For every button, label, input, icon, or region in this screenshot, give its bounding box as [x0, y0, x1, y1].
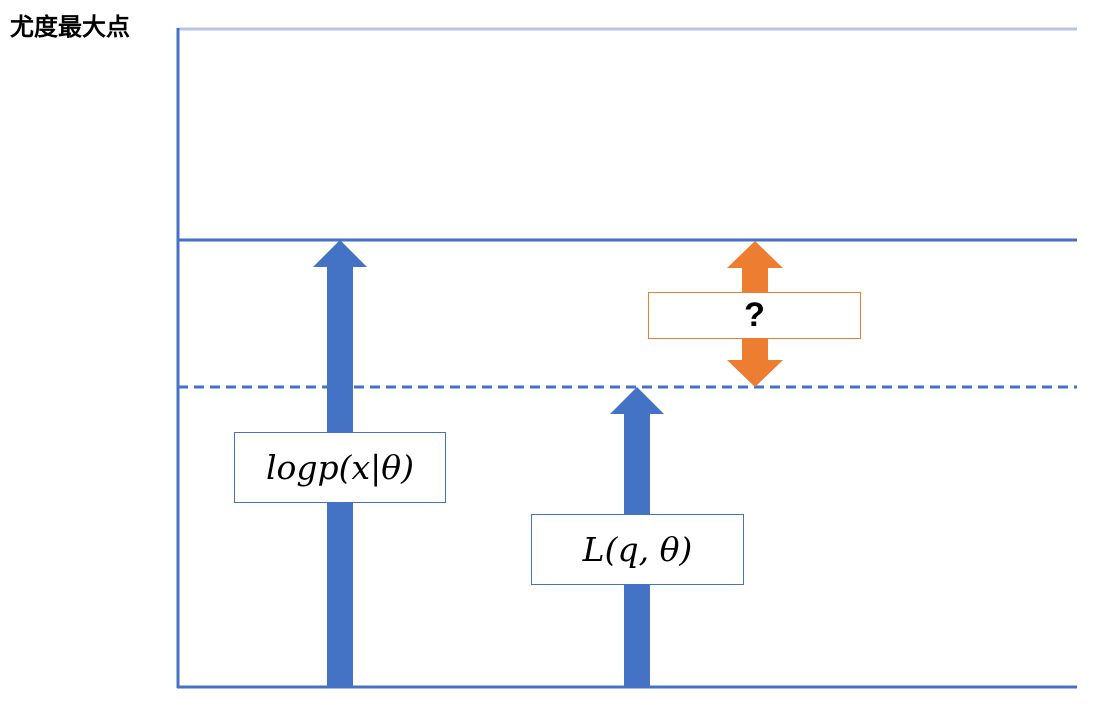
gap-label-box: ? [648, 292, 861, 339]
lq-label-box: L(q, θ) [531, 514, 744, 585]
gap-label: ? [744, 296, 765, 334]
lq-label: L(q, θ) [582, 530, 693, 569]
max-likelihood-label: 尤度最大点 [10, 13, 130, 41]
logp-label: logp(x|θ) [265, 448, 415, 487]
logp-label-box: logp(x|θ) [234, 432, 446, 503]
